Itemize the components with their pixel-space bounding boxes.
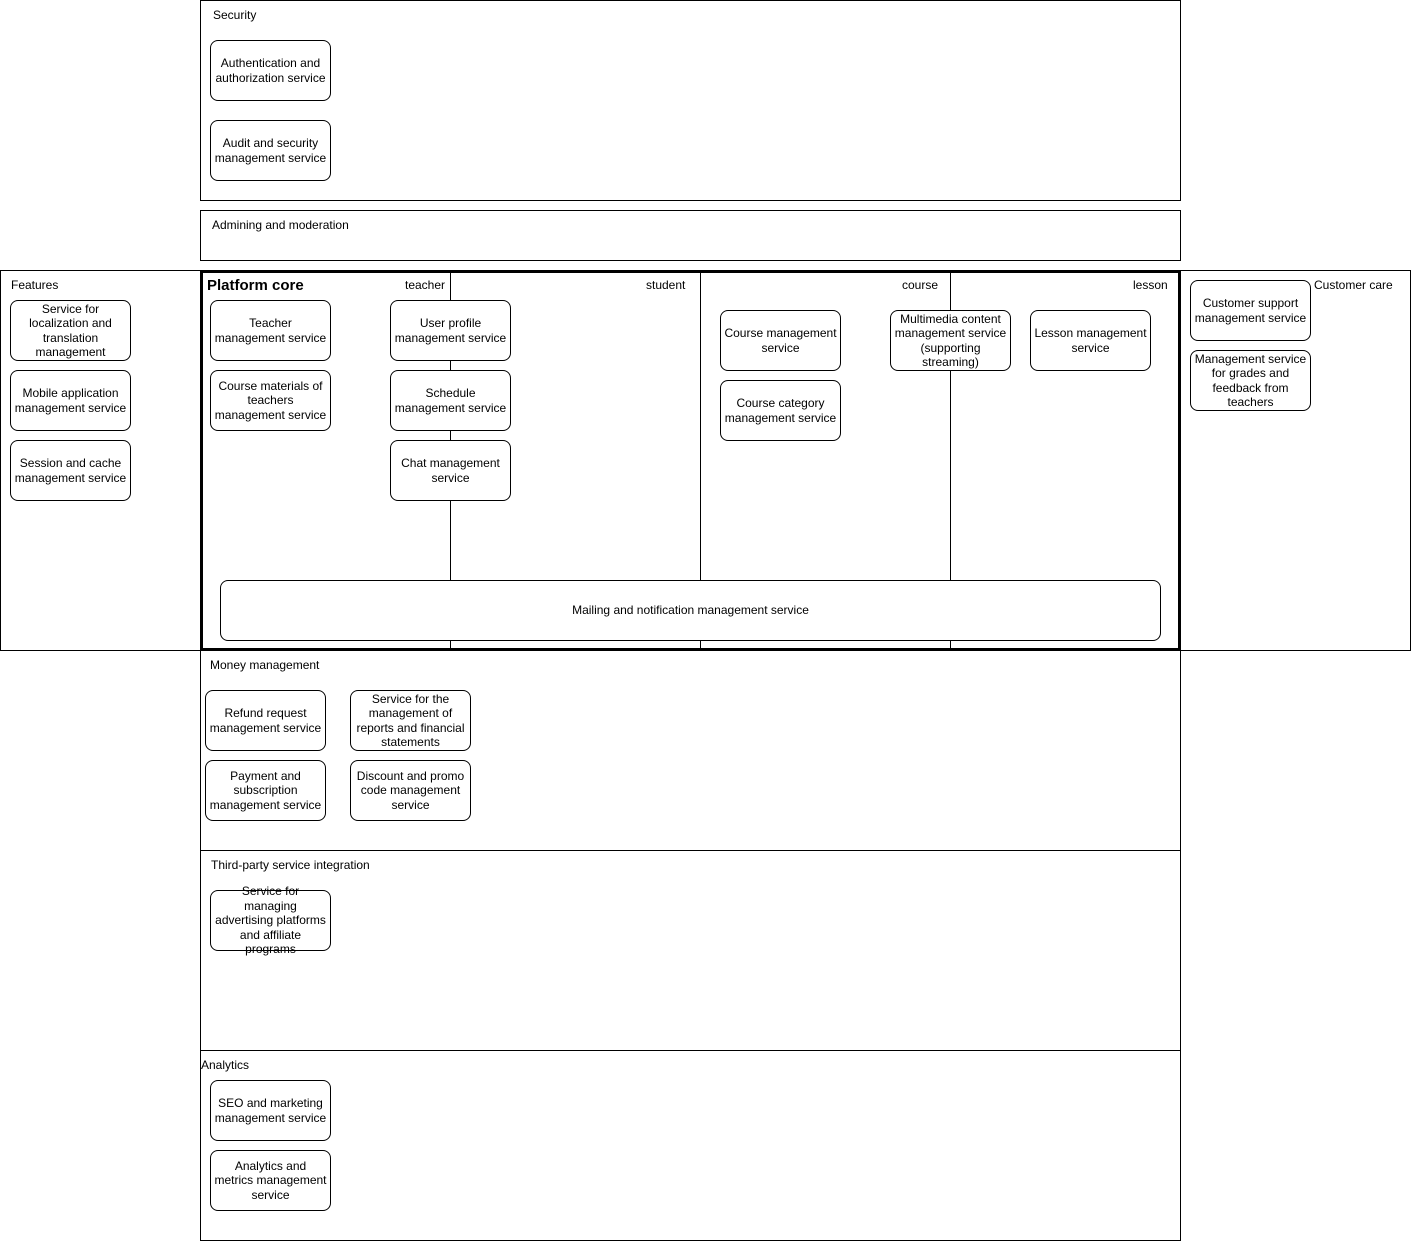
admin-group-label: Admining and moderation: [212, 218, 349, 232]
lane-divider-student: [700, 272, 701, 649]
lane-label-lesson: lesson: [1133, 278, 1168, 292]
teacher-management-service-label: Teacher management service: [214, 316, 327, 345]
discount-promo-service-label: Discount and promo code management servi…: [356, 768, 465, 812]
financial-reports-service-label: Service for the management of reports an…: [356, 691, 465, 750]
lesson-management-service-label: Lesson management service: [1034, 326, 1147, 355]
third-party-group: [200, 850, 1181, 1051]
lane-label-teacher: teacher: [405, 278, 446, 292]
mobile-app-service[interactable]: Mobile application management service: [10, 370, 131, 431]
third-party-group-label: Third-party service integration: [211, 858, 370, 872]
admin-group: [200, 210, 1181, 261]
lesson-management-service[interactable]: Lesson management service: [1030, 310, 1151, 371]
course-category-service-label: Course category management service: [724, 396, 837, 425]
auth-service-label: Authentication and authorization service: [215, 56, 326, 85]
security-group: [200, 0, 1181, 201]
user-profile-service[interactable]: User profile management service: [390, 300, 511, 361]
refund-request-service[interactable]: Refund request management service: [205, 690, 326, 751]
seo-marketing-service-label: SEO and marketing management service: [214, 1096, 327, 1125]
multimedia-content-service-label: Multimedia content management service (s…: [894, 311, 1007, 370]
auth-service[interactable]: Authentication and authorization service: [210, 40, 331, 101]
payment-subscription-service-label: Payment and subscription management serv…: [209, 768, 322, 812]
teacher-management-service[interactable]: Teacher management service: [210, 300, 331, 361]
customer-support-service-label: Customer support management service: [1194, 296, 1307, 325]
session-cache-service[interactable]: Session and cache management service: [10, 440, 131, 501]
security-group-label: Security: [213, 8, 257, 22]
course-materials-service-label: Course materials of teachers management …: [214, 378, 327, 422]
user-profile-service-label: User profile management service: [394, 316, 507, 345]
lane-label-student: student: [646, 278, 686, 292]
audit-security-service[interactable]: Audit and security management service: [210, 120, 331, 181]
localization-service[interactable]: Service for localization and translation…: [10, 300, 131, 361]
localization-service-label: Service for localization and translation…: [29, 301, 112, 360]
schedule-service[interactable]: Schedule management service: [390, 370, 511, 431]
multimedia-content-service[interactable]: Multimedia content management service (s…: [890, 310, 1011, 371]
session-cache-service-label: Session and cache management service: [14, 456, 127, 485]
platform-core-group: [200, 270, 1181, 651]
refund-request-service-label: Refund request management service: [209, 706, 322, 735]
features-group-label: Features: [11, 278, 59, 292]
mailing-notification-service-label: Mailing and notification management serv…: [572, 603, 809, 618]
mailing-notification-service[interactable]: Mailing and notification management serv…: [220, 580, 1161, 641]
customer-support-service[interactable]: Customer support management service: [1190, 280, 1311, 341]
course-materials-service[interactable]: Course materials of teachers management …: [210, 370, 331, 431]
advertising-affiliate-service[interactable]: Service for managing advertising platfor…: [210, 884, 331, 956]
analytics-group: [200, 1050, 1181, 1241]
chat-service-label: Chat management service: [401, 456, 500, 485]
schedule-service-label: Schedule management service: [394, 386, 507, 415]
money-group: [200, 650, 1181, 851]
chat-service[interactable]: Chat management service: [390, 440, 511, 501]
lane-label-course: course: [902, 278, 939, 292]
mobile-app-service-label: Mobile application management service: [14, 386, 127, 415]
course-management-service-label: Course management service: [724, 326, 837, 355]
discount-promo-service[interactable]: Discount and promo code management servi…: [350, 760, 471, 821]
customer-care-group-label: Customer care: [1314, 278, 1393, 292]
analytics-metrics-service[interactable]: Analytics and metrics management service: [210, 1150, 331, 1211]
course-category-service[interactable]: Course category management service: [720, 380, 841, 441]
money-group-label: Money management: [210, 658, 320, 672]
advertising-affiliate-service-label: Service for managing advertising platfor…: [215, 884, 326, 957]
audit-security-service-label: Audit and security management service: [214, 136, 327, 165]
lane-divider-course: [950, 272, 951, 649]
grades-feedback-service-label: Management service for grades and feedba…: [1194, 351, 1307, 410]
course-management-service[interactable]: Course management service: [720, 310, 841, 371]
financial-reports-service[interactable]: Service for the management of reports an…: [350, 690, 471, 751]
analytics-metrics-service-label: Analytics and metrics management service: [214, 1158, 327, 1202]
platform-core-title: Platform core: [207, 277, 304, 294]
payment-subscription-service[interactable]: Payment and subscription management serv…: [205, 760, 326, 821]
seo-marketing-service[interactable]: SEO and marketing management service: [210, 1080, 331, 1141]
grades-feedback-service[interactable]: Management service for grades and feedba…: [1190, 350, 1311, 411]
analytics-group-label: Analytics: [201, 1058, 250, 1072]
